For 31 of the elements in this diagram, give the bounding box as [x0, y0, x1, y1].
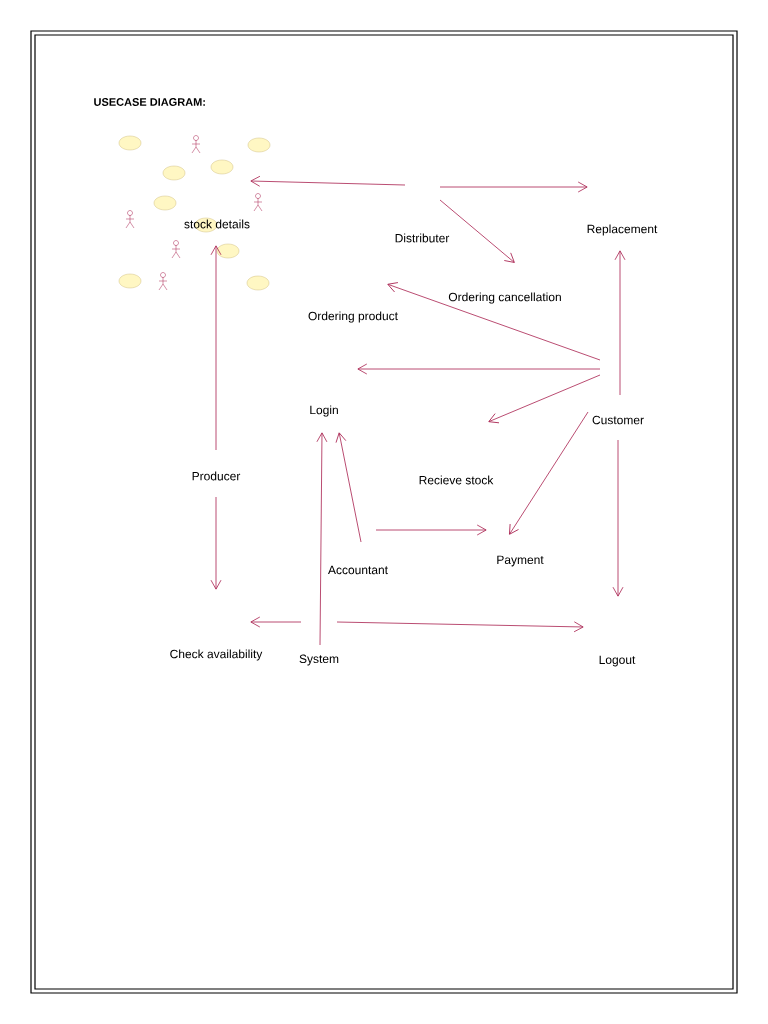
arrow — [316, 432, 328, 646]
use-case-label: Accountant — [328, 565, 388, 575]
arrow — [439, 199, 515, 263]
use-case-label: Producer — [192, 471, 241, 481]
arrow — [210, 245, 222, 451]
use-case-label: Replacement — [587, 224, 658, 236]
use-case-label: Payment — [497, 555, 544, 567]
arrow — [210, 496, 222, 590]
arrow — [375, 524, 487, 536]
use-case-label: Logout — [599, 655, 636, 667]
use-case-label: Customer — [592, 415, 644, 425]
use-case-label: System — [299, 654, 339, 666]
arrow — [488, 374, 601, 424]
arrow — [336, 621, 584, 633]
arrow — [387, 282, 601, 361]
arrow — [614, 250, 626, 396]
arrow — [612, 439, 624, 597]
arrow — [335, 432, 362, 543]
use-case-label: Ordering cancellation — [448, 292, 561, 304]
arrow — [250, 616, 302, 628]
arrow — [509, 411, 589, 535]
use-case-label: Ordering product — [308, 311, 398, 323]
use-case-label: Distributer — [395, 233, 450, 243]
use-case-label: Check availability — [170, 649, 263, 661]
arrow — [357, 363, 601, 375]
arrow — [439, 181, 588, 193]
title: USECASE DIAGRAM: — [94, 98, 205, 106]
use-case-label: Recieve stock — [419, 475, 494, 485]
arrow — [250, 175, 406, 187]
use-case-label: stock details — [184, 219, 250, 229]
use-case-label: Login — [310, 405, 338, 417]
